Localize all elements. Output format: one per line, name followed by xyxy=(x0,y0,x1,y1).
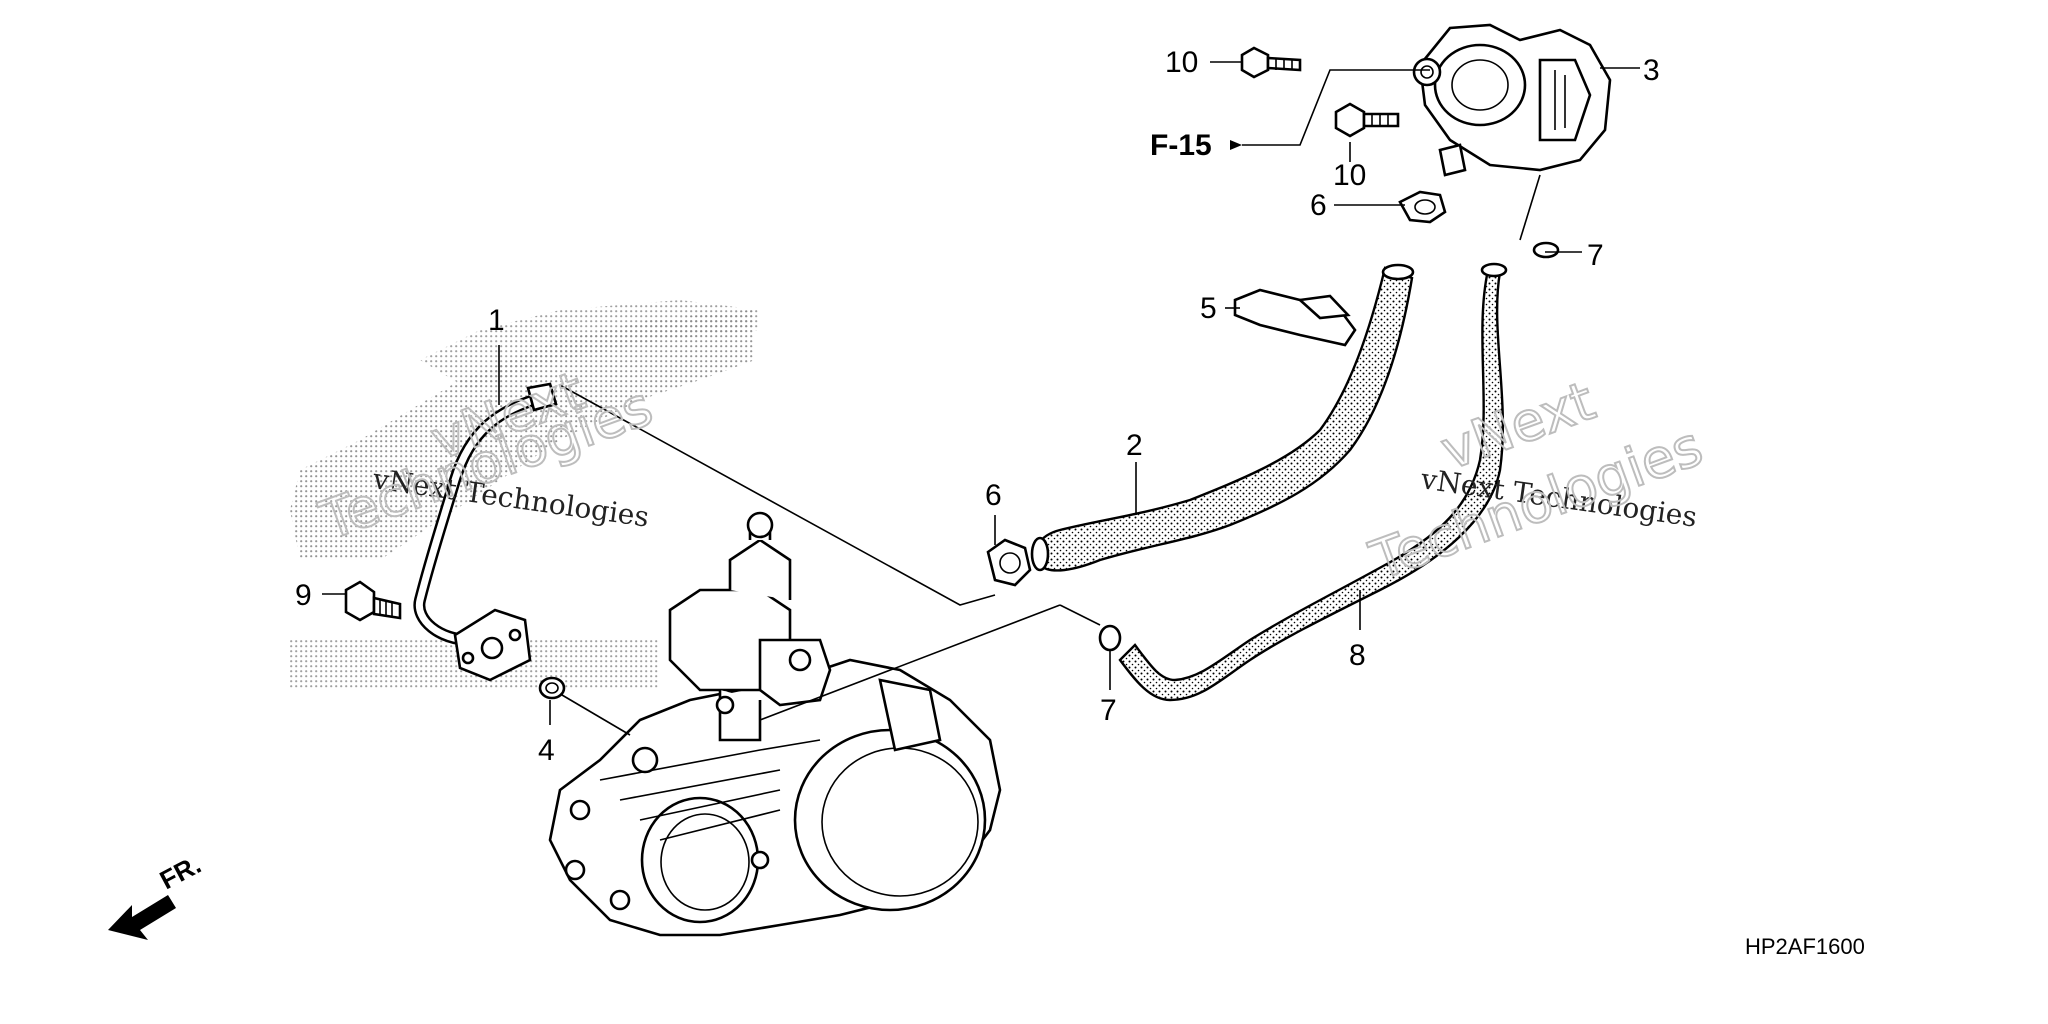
leader-lines xyxy=(322,61,1640,736)
part-1-air-tube xyxy=(413,382,558,682)
part-10-bolt-upper xyxy=(1240,46,1302,79)
callout-10-lower: 10 xyxy=(1333,159,1366,192)
front-arrow-icon xyxy=(108,895,176,940)
callout-2: 2 xyxy=(1126,429,1143,462)
part-8-hose xyxy=(1118,262,1508,702)
part-6-clamp-lower xyxy=(986,538,1032,587)
callout-4: 4 xyxy=(538,734,555,767)
callout-5: 5 xyxy=(1200,292,1217,325)
callout-6-upper: 6 xyxy=(1310,189,1327,222)
diagram-code: HP2AF1600 xyxy=(1745,934,1865,959)
callout-10-upper: 10 xyxy=(1165,46,1198,79)
part-4-gasket xyxy=(538,676,566,700)
front-label: FR. xyxy=(155,849,206,895)
part-5-bracket xyxy=(1233,288,1357,347)
engine-assembly xyxy=(548,658,1002,937)
reference-label: F-15 xyxy=(1150,129,1212,162)
callout-7-upper: 7 xyxy=(1587,239,1604,272)
callout-8: 8 xyxy=(1349,639,1366,672)
front-direction-indicator: FR. xyxy=(108,849,206,940)
part-9-bolt xyxy=(344,580,402,622)
part-3-air-suction-valve xyxy=(1412,23,1612,177)
part-7-clip-lower xyxy=(1098,624,1122,652)
carburetor xyxy=(668,511,832,742)
part-6-clamp-upper xyxy=(1398,190,1447,224)
part-7-clip-upper xyxy=(1532,241,1560,259)
callout-3: 3 xyxy=(1643,54,1660,87)
callout-9: 9 xyxy=(295,579,312,612)
part-10-bolt-lower xyxy=(1334,102,1400,138)
part-2-hose xyxy=(1030,263,1415,572)
callout-1: 1 xyxy=(488,304,505,337)
callout-7-lower: 7 xyxy=(1100,694,1117,727)
callout-6-lower: 6 xyxy=(985,479,1002,512)
callout-labels: 1 2 3 4 5 6 6 7 7 8 9 10 10 xyxy=(295,46,1660,767)
